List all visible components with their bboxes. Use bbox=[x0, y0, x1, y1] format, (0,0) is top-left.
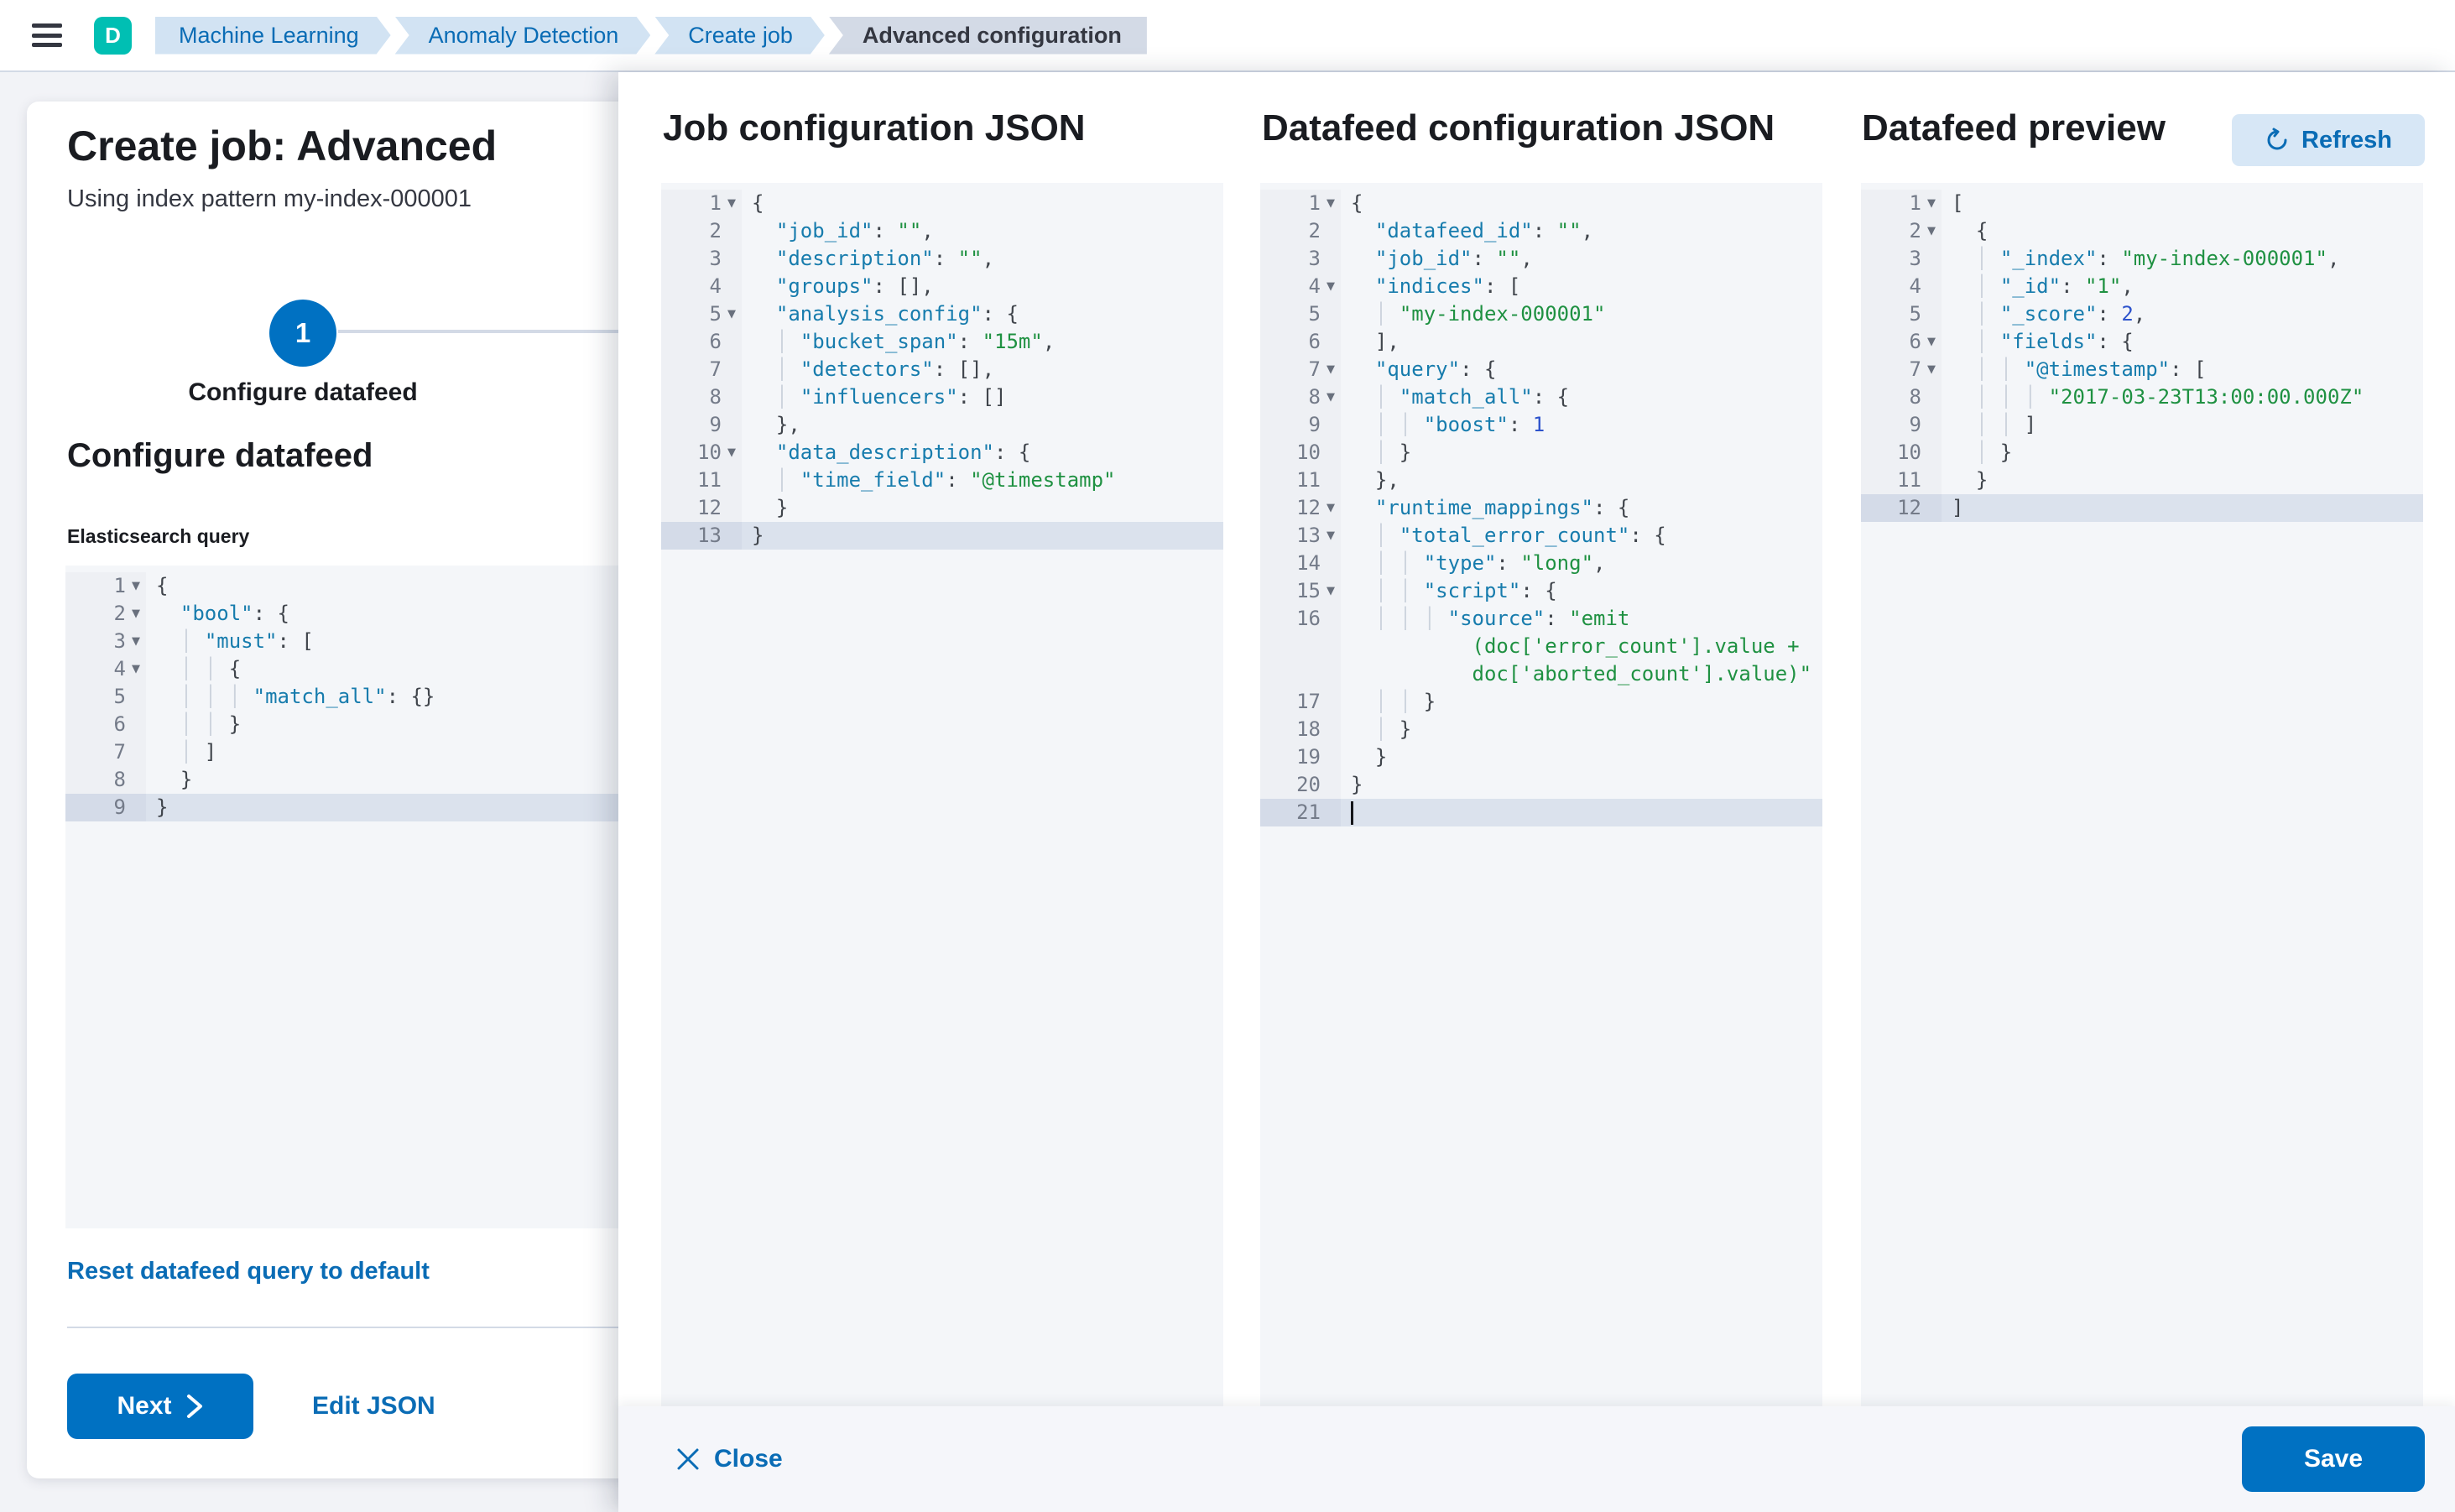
editor-row: 5 │ "my-index-000001" bbox=[1260, 300, 1822, 328]
editor-row: 13} bbox=[661, 522, 1223, 550]
editor-row: 11 │ "time_field": "@timestamp" bbox=[661, 467, 1223, 494]
step-1-label: Configure datafeed bbox=[188, 378, 418, 406]
editor-row: 15▼ │ │ "script": { bbox=[1260, 577, 1822, 605]
chevron-right-icon bbox=[186, 1395, 202, 1418]
editor-row: 7▼ "query": { bbox=[1260, 356, 1822, 383]
reset-datafeed-query-link[interactable]: Reset datafeed query to default bbox=[67, 1258, 430, 1285]
editor-row: 10 │ } bbox=[1861, 439, 2423, 467]
refresh-button-label: Refresh bbox=[2301, 126, 2392, 154]
step-progress-line bbox=[338, 330, 674, 333]
editor-row: 6 ], bbox=[1260, 328, 1822, 356]
editor-row: 9 │ │ ] bbox=[1861, 411, 2423, 439]
editor-row: 12 } bbox=[661, 494, 1223, 522]
editor-row: 5▼ "analysis_config": { bbox=[661, 300, 1223, 328]
editor-row: 3 "job_id": "", bbox=[1260, 245, 1822, 273]
breadcrumb-machine-learning[interactable]: Machine Learning bbox=[155, 17, 391, 55]
editor-row: 17 │ │ } bbox=[1260, 688, 1822, 716]
editor-row: 11 } bbox=[1861, 467, 2423, 494]
editor-row: 1▼[ bbox=[1861, 190, 2423, 217]
breadcrumb: Machine Learning Anomaly Detection Creat… bbox=[155, 16, 1147, 55]
next-button-label: Next bbox=[117, 1392, 172, 1420]
editor-row: 19 } bbox=[1260, 743, 1822, 771]
editor-row: 2▼ "bool": { bbox=[65, 600, 628, 628]
editor-row: 8 │ "influencers": [] bbox=[661, 383, 1223, 411]
editor-row: 3 │ "_index": "my-index-000001", bbox=[1861, 245, 2423, 273]
save-button[interactable]: Save bbox=[2242, 1426, 2425, 1492]
editor-row: 11 }, bbox=[1260, 467, 1822, 494]
datafeed-preview-editor[interactable]: 1▼[2▼ {3 │ "_index": "my-index-000001",4… bbox=[1861, 183, 2423, 1406]
editor-row: 3▼ │ "must": [ bbox=[65, 628, 628, 655]
editor-row: 10 │ } bbox=[1260, 439, 1822, 467]
editor-row: 8 } bbox=[65, 766, 628, 794]
close-button[interactable]: Close bbox=[675, 1445, 783, 1473]
close-icon bbox=[677, 1448, 699, 1470]
header-bar: D Machine Learning Anomaly Detection Cre… bbox=[0, 0, 2455, 72]
close-button-label: Close bbox=[714, 1445, 783, 1473]
editor-row: 13▼ │ "total_error_count": { bbox=[1260, 522, 1822, 550]
editor-row: 8▼ │ "match_all": { bbox=[1260, 383, 1822, 411]
breadcrumb-anomaly-detection[interactable]: Anomaly Detection bbox=[395, 17, 651, 55]
editor-row: 1▼{ bbox=[65, 572, 628, 600]
page-title: Create job: Advanced bbox=[67, 123, 498, 169]
editor-row: 14 │ │ "type": "long", bbox=[1260, 550, 1822, 577]
editor-row: 10▼ "data_description": { bbox=[661, 439, 1223, 467]
breadcrumb-create-job[interactable]: Create job bbox=[654, 17, 825, 55]
editor-row: 9} bbox=[65, 794, 628, 821]
editor-row: 7 │ ] bbox=[65, 738, 628, 766]
datafeed-configuration-editor[interactable]: 1▼{2 "datafeed_id": "",3 "job_id": "",4▼… bbox=[1260, 183, 1822, 1406]
next-button[interactable]: Next bbox=[67, 1374, 253, 1439]
job-configuration-editor[interactable]: 1▼{2 "job_id": "",3 "description": "",4 … bbox=[661, 183, 1223, 1406]
editor-row: 2 "job_id": "", bbox=[661, 217, 1223, 245]
editor-row: 20} bbox=[1260, 771, 1822, 799]
editor-row: 4▼ │ │ { bbox=[65, 655, 628, 683]
index-pattern-subtitle: Using index pattern my-index-000001 bbox=[67, 185, 472, 212]
editor-row: 3 "description": "", bbox=[661, 245, 1223, 273]
avatar[interactable]: D bbox=[94, 16, 132, 55]
editor-row: 6▼ │ "fields": { bbox=[1861, 328, 2423, 356]
flyout-footer: Close Save bbox=[618, 1406, 2455, 1512]
editor-row: 18 │ } bbox=[1260, 716, 1822, 743]
editor-row: 7▼ │ │ "@timestamp": [ bbox=[1861, 356, 2423, 383]
editor-row: 4▼ "indices": [ bbox=[1260, 273, 1822, 300]
elasticsearch-query-editor[interactable]: 1▼{2▼ "bool": {3▼ │ "must": [4▼ │ │ {5 │… bbox=[65, 566, 628, 1228]
refresh-icon bbox=[2267, 128, 2287, 150]
advanced-configuration-flyout: Job configuration JSON Datafeed configur… bbox=[618, 72, 2455, 1512]
breadcrumb-current-page: Advanced configuration bbox=[828, 16, 1147, 55]
editor-row: doc['aborted_count'].value)" bbox=[1260, 660, 1822, 688]
datafeed-preview-title: Datafeed preview bbox=[1862, 107, 2166, 149]
editor-row: 6 │ "bucket_span": "15m", bbox=[661, 328, 1223, 356]
editor-row: 7 │ "detectors": [], bbox=[661, 356, 1223, 383]
editor-row: 5 │ "_score": 2, bbox=[1861, 300, 2423, 328]
editor-row: 8 │ │ │ "2017-03-23T13:00:00.000Z" bbox=[1861, 383, 2423, 411]
refresh-button[interactable]: Refresh bbox=[2232, 114, 2425, 166]
job-configuration-title: Job configuration JSON bbox=[663, 107, 1086, 149]
editor-row: 5 │ │ │ "match_all": {} bbox=[65, 683, 628, 711]
editor-row: 12▼ "runtime_mappings": { bbox=[1260, 494, 1822, 522]
editor-row: 1▼{ bbox=[1260, 190, 1822, 217]
editor-row: 2▼ { bbox=[1861, 217, 2423, 245]
editor-row: 9 │ │ "boost": 1 bbox=[1260, 411, 1822, 439]
divider bbox=[67, 1327, 629, 1328]
editor-row: 6 │ │ } bbox=[65, 711, 628, 738]
datafeed-configuration-title: Datafeed configuration JSON bbox=[1262, 107, 1775, 149]
editor-row: 21 bbox=[1260, 799, 1822, 826]
editor-row: 4 │ "_id": "1", bbox=[1861, 273, 2423, 300]
editor-row: 12] bbox=[1861, 494, 2423, 522]
editor-row: 16 │ │ │ "source": "emit bbox=[1260, 605, 1822, 633]
editor-row: 9 }, bbox=[661, 411, 1223, 439]
editor-row: 1▼{ bbox=[661, 190, 1223, 217]
menu-icon[interactable] bbox=[32, 23, 62, 47]
edit-json-link[interactable]: Edit JSON bbox=[312, 1392, 435, 1420]
editor-row: 4 "groups": [], bbox=[661, 273, 1223, 300]
elasticsearch-query-label: Elasticsearch query bbox=[67, 525, 250, 547]
step-1-indicator[interactable]: 1 bbox=[269, 300, 336, 367]
editor-row: 2 "datafeed_id": "", bbox=[1260, 217, 1822, 245]
editor-row: (doc['error_count'].value + bbox=[1260, 633, 1822, 660]
configure-datafeed-heading: Configure datafeed bbox=[67, 437, 373, 474]
